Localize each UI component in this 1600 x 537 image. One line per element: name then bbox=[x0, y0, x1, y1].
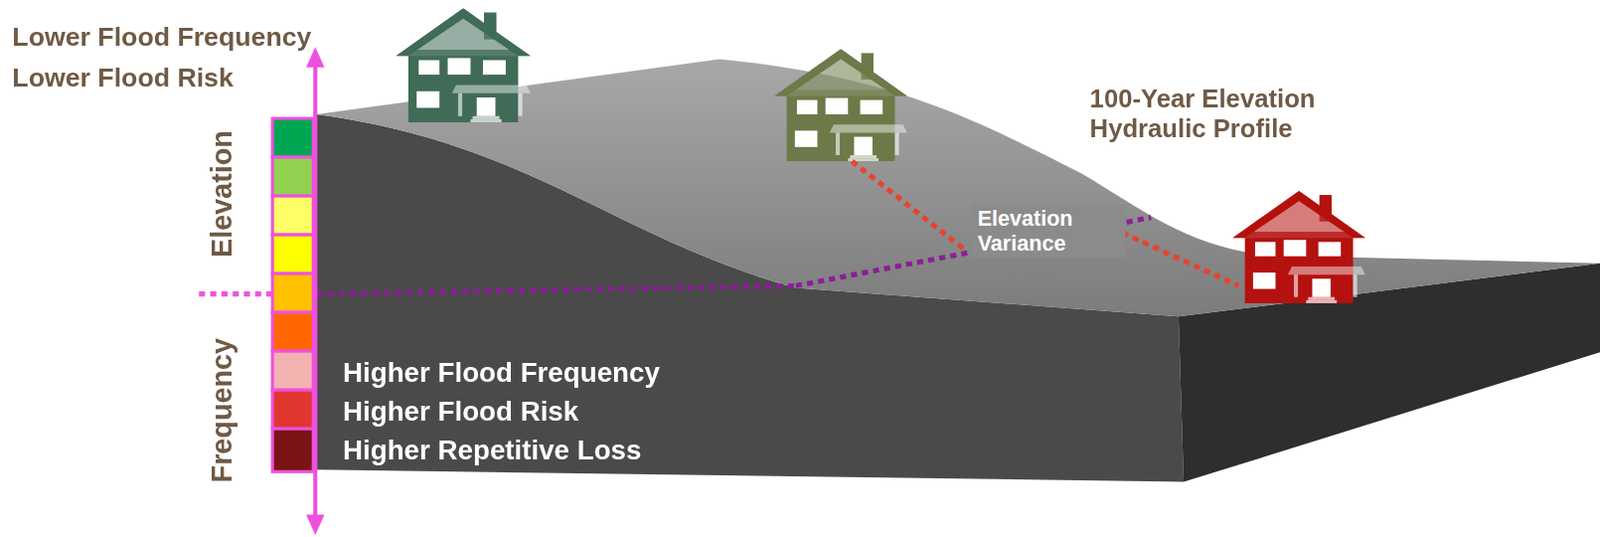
house-icon bbox=[395, 7, 531, 123]
variance-line bbox=[851, 160, 965, 250]
scale-swatch bbox=[272, 273, 314, 313]
house-icon bbox=[774, 48, 907, 161]
scale-arrow bbox=[313, 63, 318, 519]
scale-swatch bbox=[272, 389, 314, 429]
variance-label: Elevation Variance bbox=[971, 203, 1125, 258]
scale-swatch bbox=[272, 195, 314, 235]
risk-color-scale bbox=[272, 118, 314, 472]
arrow-head bbox=[306, 513, 324, 535]
hydraulic-profile-line bbox=[316, 285, 797, 294]
axis-label: Frequency bbox=[205, 337, 239, 482]
scale-swatch bbox=[272, 157, 314, 196]
profile-label: 100-Year Elevation Hydraulic Profile bbox=[1090, 83, 1397, 143]
top-label: Lower Flood Risk bbox=[11, 63, 233, 95]
axis-label: Elevation bbox=[205, 130, 239, 258]
scale-swatch bbox=[272, 234, 314, 274]
scale-swatch bbox=[272, 350, 314, 390]
variance-line bbox=[1121, 232, 1239, 286]
risk-label: Higher Flood Risk bbox=[342, 395, 579, 428]
house-icon bbox=[1232, 190, 1365, 304]
scale-swatch bbox=[272, 118, 314, 158]
risk-label: Higher Repetitive Loss bbox=[342, 434, 641, 467]
scale-swatch bbox=[272, 312, 314, 351]
top-label: Lower Flood Frequency bbox=[11, 22, 312, 54]
risk-label: Higher Flood Frequency bbox=[342, 356, 660, 389]
scale-swatch bbox=[272, 428, 314, 472]
